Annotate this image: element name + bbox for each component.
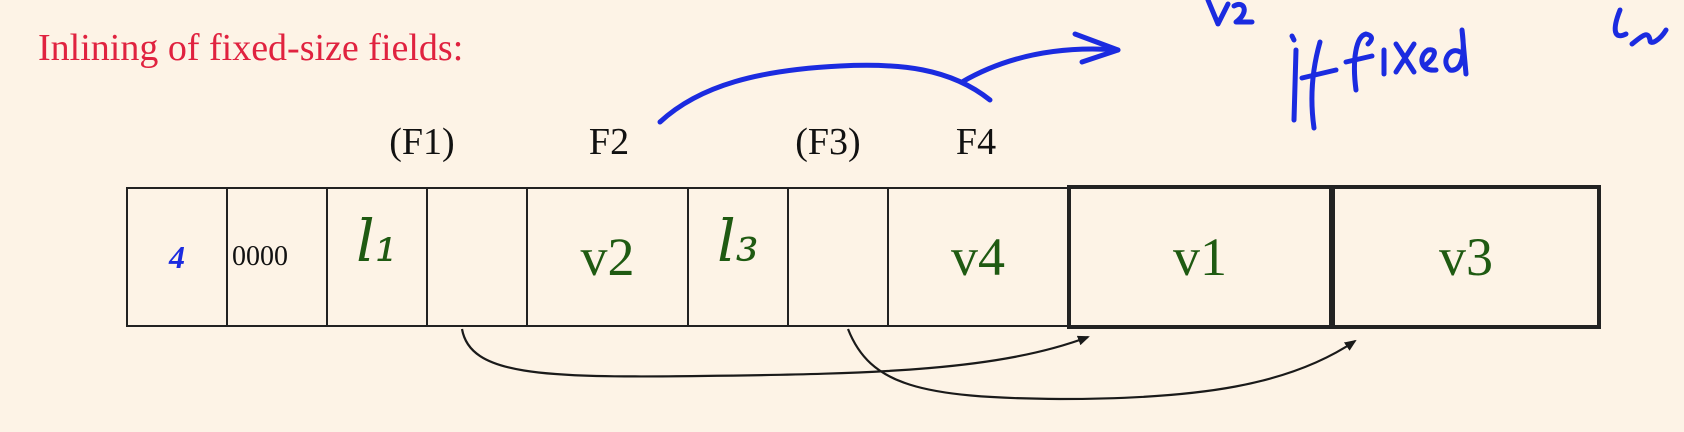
null-bitmap-cell: 0000	[226, 187, 328, 327]
field-label-f4: F4	[955, 121, 997, 163]
record-layout: 4 0000 l₁ v2 l₃ v4 v1 v3	[126, 185, 1601, 329]
handwritten-annotation	[657, 0, 1669, 131]
value-v1-cell: v1	[1067, 185, 1333, 329]
offset-f3-cell	[787, 187, 889, 327]
value-v3-cell: v3	[1331, 185, 1601, 329]
offset-f1-cell	[426, 187, 528, 327]
attribute-count-cell: 4	[126, 187, 228, 327]
pointer-arrow-f1-to-v1	[460, 328, 1090, 378]
field-label-f1: (F1)	[389, 121, 455, 163]
pointer-arrow-f3-to-v3	[846, 328, 1357, 401]
field-label-f3: (F3)	[795, 121, 861, 163]
value-v2-cell: v2	[526, 187, 689, 327]
value-v4-cell: v4	[887, 187, 1069, 327]
length-l1-cell: l₁	[326, 187, 428, 327]
field-label-f2: F2	[588, 121, 630, 163]
slide-heading: Inlining of fixed-size fields:	[38, 27, 464, 69]
length-l3-cell: l₃	[687, 187, 789, 327]
